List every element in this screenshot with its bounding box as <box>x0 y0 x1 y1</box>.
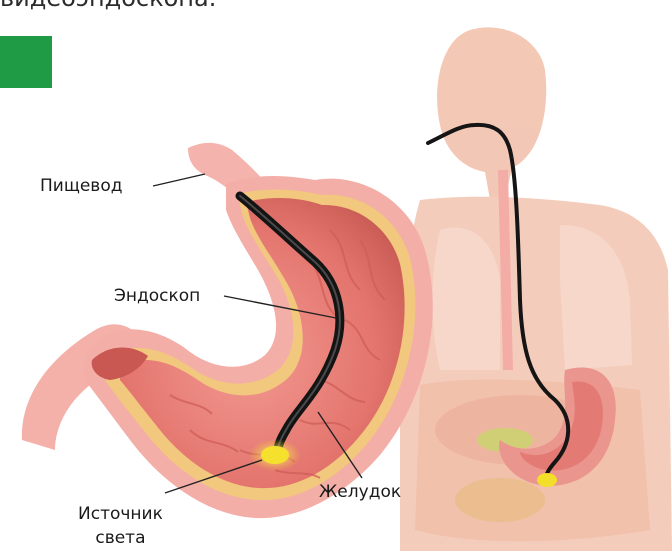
small-esophagus <box>503 170 508 370</box>
human-silhouette <box>400 27 672 551</box>
lungs-shape <box>433 227 501 370</box>
label-light-source-line2: света <box>78 526 163 550</box>
label-endoscope: Эндоскоп <box>114 286 200 306</box>
callout-line-esophagus <box>153 174 205 186</box>
head-shape <box>437 27 546 200</box>
label-stomach: Желудок <box>319 482 401 502</box>
label-light-source-line1: Источник <box>78 502 163 526</box>
label-light-source: Источник света <box>78 502 163 550</box>
body-light-glow <box>537 473 557 487</box>
light-source <box>261 446 289 464</box>
large-stomach <box>22 143 433 518</box>
intestine-shape <box>455 478 545 522</box>
label-esophagus: Пищевод <box>40 176 122 196</box>
